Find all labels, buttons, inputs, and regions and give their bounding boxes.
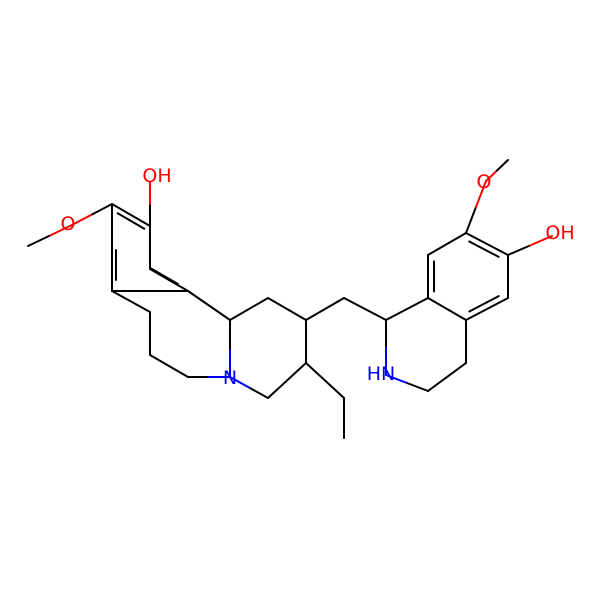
bond-line	[305, 297, 345, 321]
hydroxyl-label-right: OH	[545, 222, 574, 244]
bond-line	[465, 232, 509, 256]
bond-line	[468, 240, 500, 258]
amine-nh-label: HN	[367, 363, 396, 385]
bond-line	[111, 290, 151, 313]
bond-lines	[27, 159, 553, 439]
bond-line	[465, 206, 477, 234]
bond-line	[48, 225, 71, 237]
bond-line	[406, 382, 429, 392]
bond-line	[229, 297, 269, 321]
bond-line	[149, 354, 189, 378]
bond-line	[427, 232, 467, 256]
bond-line	[485, 169, 498, 182]
bond-line	[465, 297, 509, 321]
bond-line	[305, 362, 345, 399]
bond-line	[427, 362, 467, 392]
bond-line	[475, 180, 487, 208]
bond-line	[385, 297, 429, 321]
bond-line	[229, 376, 250, 389]
bond-line	[90, 203, 113, 216]
bond-line	[248, 386, 269, 399]
bond-line	[343, 297, 387, 321]
bond-line	[468, 295, 500, 313]
bond-line	[27, 235, 50, 247]
bond-line	[427, 297, 467, 321]
bond-line	[267, 297, 307, 321]
bond-line	[150, 267, 179, 285]
methoxy-oxygen-label-left: O	[61, 213, 76, 235]
bond-line	[507, 244, 531, 256]
bond-line	[111, 203, 151, 227]
hydroxyl-label-left: OH	[142, 165, 171, 187]
ring-nitrogen-label: N	[223, 367, 237, 389]
bond-line	[116, 212, 146, 230]
bond-line	[529, 235, 553, 247]
methoxy-oxygen-label-right: O	[477, 171, 492, 193]
bond-line	[496, 159, 509, 172]
atom-labels: OH O N O OH HN	[61, 165, 575, 389]
bond-line	[69, 214, 92, 227]
bond-line	[267, 362, 307, 399]
bond-line	[149, 268, 189, 292]
bond-line	[385, 374, 408, 384]
bond-line	[187, 290, 231, 321]
